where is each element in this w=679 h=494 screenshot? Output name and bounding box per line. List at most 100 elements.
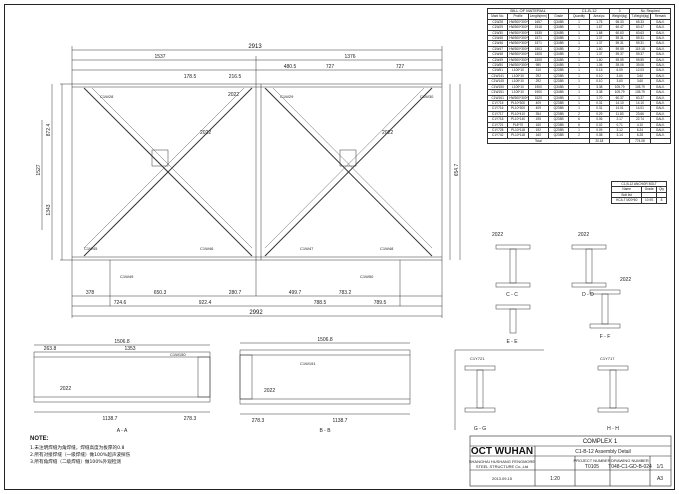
bom-row: C1W30HW300*300*10*151535Q345B11.6860.636… xyxy=(486,29,672,37)
part-mark: C1W30 xyxy=(420,94,434,99)
title-block-frame xyxy=(469,435,672,487)
bom-cell: GALV. xyxy=(649,132,672,139)
part-mark: C1W46 xyxy=(200,246,214,251)
project-number: T0105 xyxy=(585,464,599,470)
part-mark: C1W28 xyxy=(100,94,114,99)
dim-bottom-9: 783.2 xyxy=(339,290,352,296)
bom-qty-value: 3 xyxy=(608,7,631,15)
dim-right: 654.7 xyxy=(454,164,460,177)
sheet-number: 1/1 xyxy=(657,464,664,470)
bill-of-material: BILL OF MATERIAL C1-B-12 3 No. Required … xyxy=(486,7,672,145)
bom-cell: HW300*300*10*15 xyxy=(507,24,529,31)
bom-cell: GALV. xyxy=(649,78,672,85)
bom-cell: HW300*300*10*15 xyxy=(507,56,529,64)
project-number-label: PROJECT NUMBER xyxy=(573,458,610,463)
dim-top-5: 727 xyxy=(396,64,405,70)
bom-cell: GALV. xyxy=(649,105,672,112)
bom-cell: GALV. xyxy=(649,45,672,53)
dim-top-6: 178.5 xyxy=(184,74,197,80)
section-title-cc: C - C xyxy=(506,292,518,298)
bom-total-area: 20.18 xyxy=(588,137,610,145)
bom-cell: GALV. xyxy=(649,51,672,58)
bom-cell: GALV. xyxy=(649,121,672,128)
bom-total-row: Total 20.18 774.08 xyxy=(487,137,672,145)
drawing-title: C1-B-12 Assembly Detail xyxy=(575,449,631,455)
bom-cell: HW300*300*10*15 xyxy=(507,34,529,42)
dim-aa-3: 263.8 xyxy=(44,346,57,352)
bom-header-row: Mark No. Profile Length(mm) Grade Quanti… xyxy=(486,13,672,20)
drawing-scale: 1:20 xyxy=(550,476,560,482)
dim-bb-2: 1138.7 xyxy=(333,418,348,424)
dim-top-right: 1376 xyxy=(344,54,355,60)
dim-aa-2: 1353 xyxy=(124,346,135,352)
section-title-bb: B - B xyxy=(319,428,331,434)
bom-cell: GALV. xyxy=(649,116,672,123)
bom-row: C1W28HW300*300*10*151657Q345B11.7565.336… xyxy=(486,18,672,26)
weld-labels: 2022 2022 2022 2022 2022 2022 2022 2022 xyxy=(60,92,631,394)
bolt-row: Bolt list xyxy=(610,191,667,199)
dim-bb-overall: 1506.8 xyxy=(317,337,333,343)
bom-qty-label: No. Required xyxy=(629,7,671,15)
dimension-labels: 2913 1537 1376 480.5 727 727 178.5 216.5… xyxy=(36,44,460,424)
company-line-1: SHANGHAI HUSHANG FENGMORE xyxy=(469,459,536,464)
bom-title: BILL OF MATERIAL xyxy=(486,7,570,15)
bom-header: Remark xyxy=(649,13,672,20)
bom-header: Weight(kg) xyxy=(608,13,631,20)
bom-total-weight: 774.08 xyxy=(629,137,651,145)
part-mark: C1W150 xyxy=(170,352,186,357)
bolt-cell: Bolt list xyxy=(610,191,643,199)
weld-symbol: 2022 xyxy=(578,232,589,238)
bom-cell: GALV. xyxy=(649,72,672,80)
dim-aa-overall: 1506.8 xyxy=(114,339,130,345)
part-mark: C1W45 xyxy=(84,246,98,251)
dim-bottom-7: 280.7 xyxy=(229,290,242,296)
bom-cell: HW300*300*10*15 xyxy=(507,94,529,101)
weld-symbol: 2022 xyxy=(60,386,71,392)
bom-row: C1W49HW300*300*10*151505Q345B11.6059.595… xyxy=(486,56,672,64)
section-title-dd: D - D xyxy=(582,292,594,298)
bolt-header: Qty xyxy=(656,186,667,193)
bom-cell: HW300*300*10*15 xyxy=(507,51,529,58)
dim-top-overall: 2913 xyxy=(248,44,262,50)
bolt-cell: HCA.T M20*60 xyxy=(610,197,643,204)
note-line: 3.所有角焊缝（二级焊缝）做100%外观检测 xyxy=(30,460,122,465)
part-mark: C1W151 xyxy=(300,361,316,366)
weld-symbol: 2022 xyxy=(264,388,275,394)
dim-bottom-10: 788.5 xyxy=(314,300,327,306)
weld-symbol: 2022 xyxy=(200,130,211,136)
weld-symbol: 2022 xyxy=(492,232,503,238)
bom-cell: GALV. xyxy=(649,126,672,134)
bom-cell: GALV. xyxy=(649,83,672,91)
bom-cell: GALV. xyxy=(649,94,672,101)
part-mark: C1W49 xyxy=(120,274,134,279)
section-aa-drawing xyxy=(33,344,211,413)
bom-header: T.Weight(kg) xyxy=(629,13,651,20)
bom-cell: GALV. xyxy=(649,89,672,96)
dim-bottom-6: 922.4 xyxy=(199,300,212,306)
section-title-gg: G - G xyxy=(474,426,486,432)
dim-aa-5: 278.3 xyxy=(184,416,197,422)
note-line: 1.未注明焊缝为角焊缝，焊缝高度为板厚的0.8 xyxy=(30,446,125,451)
bom-row: C1W46HW300*300*10*151571Q345B11.3759.315… xyxy=(486,40,672,47)
section-title-aa: A - A xyxy=(117,428,128,434)
section-titles: A - A B - B C - C D - D E - E F - F G - … xyxy=(117,292,619,434)
bom-cell: HW300*300*10*15 xyxy=(507,40,529,47)
drawing-number-label: DRAWING NUMBER xyxy=(611,458,649,463)
bom-row: C1W45HW300*300*10*151571Q345B11.3759.315… xyxy=(486,34,672,42)
bolt-title: C1-B-12 ANCHOR BOLT xyxy=(611,180,667,188)
bolt-cell: 10.9S xyxy=(641,197,658,204)
title-block-text: COMPLEX 1 OCT WUHAN C1-B-12 Assembly Det… xyxy=(469,439,664,482)
notes-block: NOTE: 1.未注明焊缝为角焊缝，焊缝高度为板厚的0.8 2.所有对接焊缝（一… xyxy=(30,436,260,466)
dim-left-2: 872.4 xyxy=(46,124,52,137)
part-mark: C1W48 xyxy=(380,246,394,251)
bom-row: C1W161HW300*300*10*151520Q345B11.7060.37… xyxy=(486,94,672,101)
